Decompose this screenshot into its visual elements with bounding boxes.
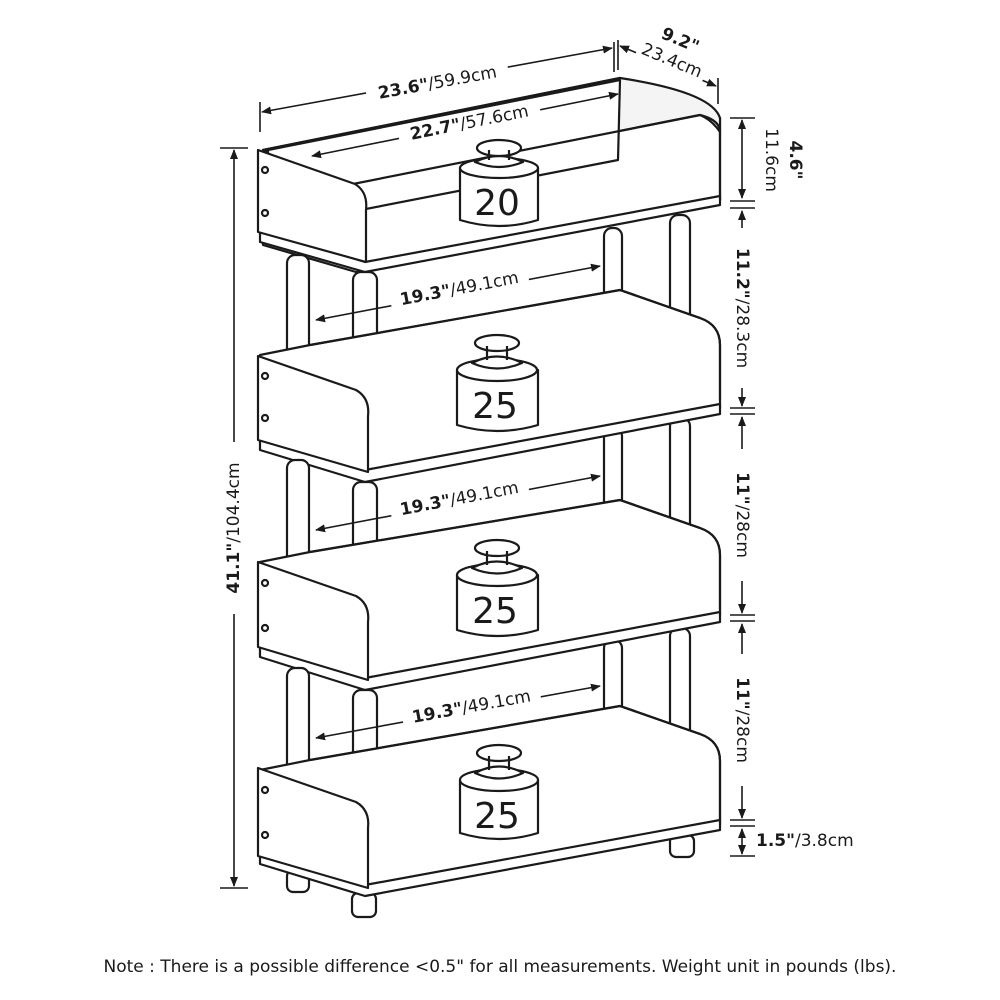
overall-height-label: 41.1"/104.4cm (221, 442, 244, 614)
bookshelf-drawing (256, 76, 722, 919)
svg-text:11"/28cm: 11"/28cm (732, 472, 752, 558)
svg-text:19.3"/49.1cm: 19.3"/49.1cm (398, 478, 520, 520)
depth-label: 23.4cm 9.2" (634, 24, 710, 84)
svg-text:19.3"/49.1cm: 19.3"/49.1cm (398, 268, 520, 310)
weight-icon-4 (458, 743, 540, 841)
weight-label: 25 (472, 591, 518, 632)
feet (285, 833, 696, 919)
weight-icon-3 (455, 538, 540, 638)
overall-width-label: 23.6"/59.9cm (364, 59, 510, 105)
svg-text:11.2"/28.3cm: 11.2"/28.3cm (732, 248, 752, 368)
svg-text:19.3"/49.1cm: 19.3"/49.1cm (410, 686, 532, 727)
tier2-height-label: 11"/28cm (732, 449, 755, 581)
shelf2-width-label: 19.3"/49.1cm (388, 475, 530, 522)
measurement-note: Note : There is a possible difference <0… (103, 957, 897, 977)
top-rail-height-label: 4.6" 11.6cm (761, 128, 805, 192)
weight-icon-2 (455, 333, 540, 433)
svg-text:41.1"/104.4cm: 41.1"/104.4cm (224, 462, 244, 593)
weight-label: 25 (472, 386, 518, 427)
weight-label: 20 (474, 183, 520, 224)
svg-text:4.6": 4.6" (785, 141, 805, 180)
svg-text:1.5"/3.8cm: 1.5"/3.8cm (756, 831, 854, 851)
tier1-height-label: 11.2"/28.3cm (732, 228, 755, 388)
svg-text:23.6"/59.9cm: 23.6"/59.9cm (376, 62, 498, 103)
svg-text:11"/28cm: 11"/28cm (732, 677, 752, 763)
foot-height-label: 1.5"/3.8cm (756, 831, 854, 851)
tier3-height-label: 11"/28cm (732, 654, 755, 786)
svg-text:11.6cm: 11.6cm (761, 128, 781, 192)
weight-label: 25 (474, 796, 520, 837)
shelf1-width-label: 19.3"/49.1cm (388, 265, 530, 312)
